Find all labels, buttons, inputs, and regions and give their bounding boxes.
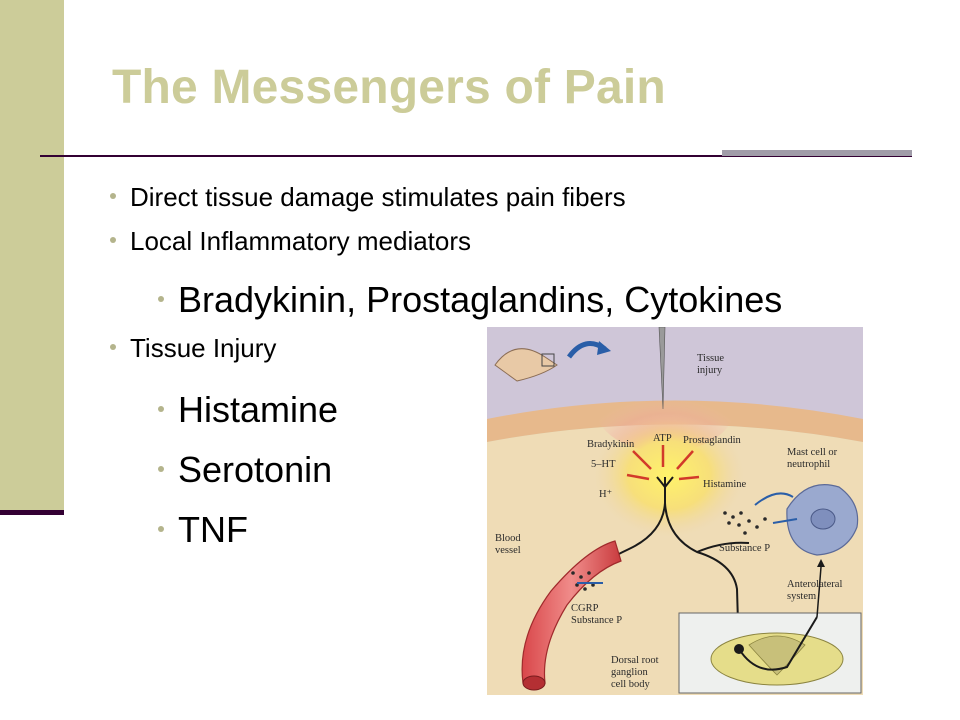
label-atp: ATP — [653, 433, 672, 444]
sub-bullet-item: Serotonin — [158, 449, 332, 491]
mast-cell-nucleus — [810, 508, 836, 530]
label-5ht: 5–HT — [591, 459, 616, 470]
nerve-branch-right — [696, 541, 750, 553]
bullet-dot — [110, 193, 116, 200]
label-anterolateral-2: system — [787, 591, 816, 602]
spinal-pathway — [738, 616, 818, 671]
label-blood-vessel: Blood — [495, 533, 521, 544]
label-histamine: Histamine — [703, 479, 746, 490]
bullet-dot — [158, 406, 164, 413]
label-substance-p: Substance P — [719, 543, 770, 554]
ascending-pathway — [816, 566, 822, 618]
substance-p-particles — [723, 511, 767, 535]
bullet-dot — [110, 237, 116, 244]
label-mast-cell-2: neutrophil — [787, 459, 830, 470]
label-blood-vessel-2: vessel — [495, 545, 521, 556]
mediator-arrows — [626, 445, 700, 481]
bullet-dot — [110, 344, 116, 351]
bullet-dot — [158, 466, 164, 473]
slide-title: The Messengers of Pain — [112, 61, 666, 114]
blood-vessel-icon — [521, 540, 622, 684]
mast-cell-arrow — [772, 518, 798, 524]
vessel-opening — [522, 675, 546, 691]
sub-bullet-item: Histamine — [158, 389, 338, 431]
label-tissue-injury-2: injury — [697, 365, 723, 376]
bullet-item: Tissue Injury — [110, 333, 276, 364]
label-dorsal-root-3: cell body — [611, 679, 651, 690]
zoom-arrow-head — [597, 341, 611, 355]
mediator-glow — [594, 413, 744, 537]
bullet-item: Direct tissue damage stimulates pain fib… — [110, 182, 626, 213]
sub-bullet-item: TNF — [158, 509, 248, 551]
histamine-arrow — [754, 492, 794, 506]
needle-icon — [658, 327, 666, 410]
label-dorsal-root-2: ganglion — [611, 667, 648, 678]
label-cgrp: CGRP — [571, 603, 599, 614]
label-h: H⁺ — [599, 489, 613, 500]
label-prostaglandin: Prostaglandin — [683, 435, 741, 446]
title-divider — [40, 155, 912, 157]
cgrp-particles — [571, 571, 595, 591]
label-cgrp-2: Substance P — [571, 615, 622, 626]
sub-bullet-item: Bradykinin, Prostaglandins, Cytokines — [158, 279, 782, 321]
bullet-dot — [158, 526, 164, 533]
left-accent-bar — [0, 0, 64, 512]
pain-pathway-figure: Tissue injury ATP Bradykinin Prostagland… — [487, 327, 863, 695]
label-mast-cell: Mast cell or — [787, 447, 838, 458]
bullet-item: Local Inflammatory mediators — [110, 226, 471, 257]
ascending-arrow-head — [817, 559, 825, 567]
label-bradykinin: Bradykinin — [587, 439, 635, 450]
finger-zoom-box — [541, 353, 555, 367]
label-anterolateral: Anterolateral — [787, 579, 842, 590]
nerve-ending — [656, 476, 674, 489]
bullet-dot — [158, 296, 164, 303]
label-tissue-injury: Tissue — [697, 353, 724, 364]
left-accent-bar-cap — [0, 510, 64, 515]
title-divider-accent — [722, 150, 912, 156]
label-dorsal-root: Dorsal root — [611, 655, 659, 666]
